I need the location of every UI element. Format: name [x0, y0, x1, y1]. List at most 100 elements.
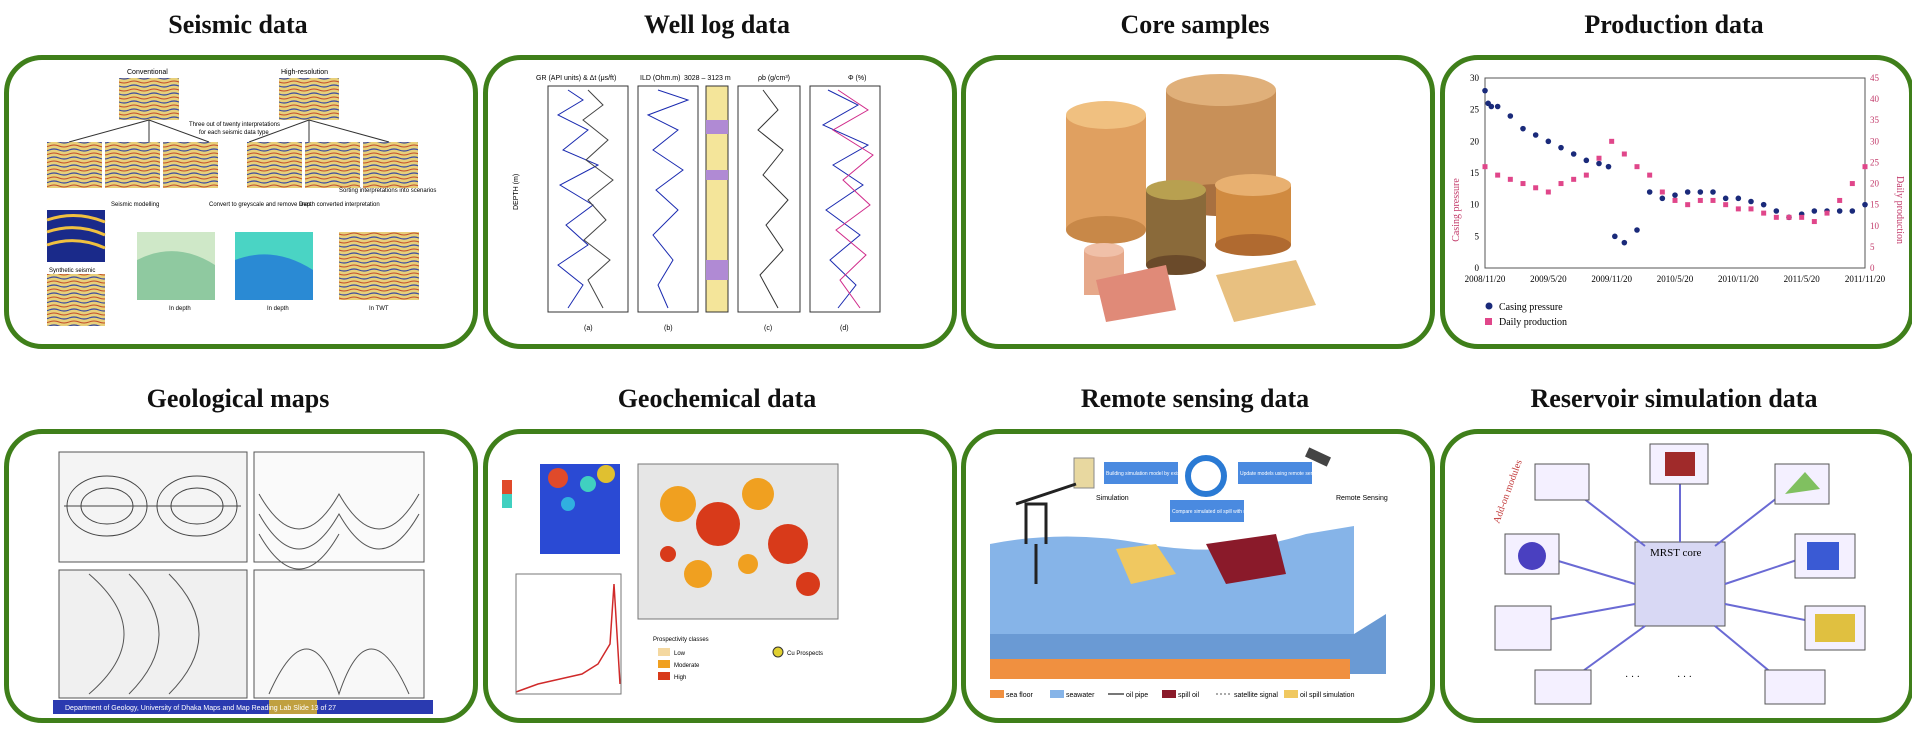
daily-production-point	[1824, 210, 1830, 216]
daily-production-point	[1697, 197, 1703, 203]
casing-pressure-point	[1621, 239, 1628, 246]
leg-pipe: oil pipe	[1126, 692, 1148, 699]
casing-pressure-point	[1659, 195, 1666, 202]
label-addon: Add-on modules	[1491, 458, 1524, 525]
label-synthetic: Synthetic seismic	[49, 268, 95, 274]
daily-production-point	[1672, 197, 1678, 203]
label-highres: High-resolution	[281, 69, 328, 76]
legend-daily: Daily production	[1499, 317, 1567, 328]
casing-pressure-point	[1488, 103, 1495, 110]
label-depth: DEPTH (m)	[513, 174, 520, 210]
label-phi: Φ (%)	[848, 75, 866, 82]
casing-pressure-point	[1520, 125, 1526, 132]
well-log-figure: GR (API units) & Δt (μs/ft) ILD (Ohm.m) …	[483, 55, 957, 349]
panel-title: Reservoir simulation data	[1530, 384, 1818, 413]
casing-pressure-point	[1672, 192, 1678, 198]
x-tick: 2010/5/20	[1657, 274, 1694, 284]
label-in-twt: In TWT	[369, 306, 389, 312]
casing-pressure-point	[1722, 195, 1729, 202]
daily-production-point	[1507, 176, 1513, 182]
daily-production-point	[1862, 164, 1868, 170]
label-mod: Moderate	[674, 663, 700, 669]
casing-pressure-point	[1836, 208, 1843, 214]
casing-pressure-point	[1532, 132, 1539, 138]
daily-production-point	[1558, 181, 1564, 187]
label-prosp: Prospectivity classes	[653, 637, 709, 643]
daily-production-point	[1609, 138, 1615, 144]
label-gr: GR (API units) & Δt (μs/ft)	[536, 75, 616, 82]
y-tick-left: 5	[1475, 231, 1480, 241]
leg-seawater: seawater	[1066, 692, 1095, 699]
x-tick: 2008/11/20	[1465, 274, 1506, 284]
daily-production-point	[1596, 155, 1602, 161]
daily-production-point	[1533, 185, 1539, 191]
casing-pressure-point	[1697, 189, 1704, 195]
daily-production-point	[1583, 172, 1589, 178]
footer-text: Department of Geology, University of Dha…	[65, 705, 336, 712]
casing-pressure-point	[1570, 151, 1577, 157]
casing-pressure-point	[1735, 195, 1742, 202]
x-tick: 2011/5/20	[1784, 274, 1821, 284]
panel-title: Geochemical data	[617, 384, 817, 413]
casing-pressure-point	[1494, 103, 1501, 110]
leg-seafloor: sea floor	[1006, 692, 1034, 699]
label-a: (a)	[584, 325, 593, 332]
y-tick-left: 30	[1470, 73, 1480, 83]
daily-production-point	[1748, 206, 1754, 212]
seismic-figure: Conventional High-resolution Three out o…	[4, 55, 478, 349]
x-tick: 2011/11/20	[1845, 274, 1886, 284]
casing-pressure-point	[1482, 87, 1488, 94]
legend-casing: Casing pressure	[1499, 302, 1563, 313]
daily-production-point	[1621, 151, 1627, 157]
reservoir-simulation-figure: Add-on modules MRST core · · · · · ·	[1440, 429, 1912, 723]
panel-title: Core samples	[1120, 10, 1270, 39]
panel-title: Seismic data	[168, 10, 308, 39]
remote-sensing-figure: Simulation Building simulation model by …	[961, 429, 1435, 723]
x-tick: 2009/5/20	[1530, 274, 1567, 284]
daily-production-point	[1735, 206, 1741, 212]
label-ild: ILD (Ohm.m)	[640, 75, 680, 82]
daily-production-point	[1685, 202, 1691, 208]
casing-pressure-point	[1583, 157, 1590, 164]
daily-production-point	[1571, 176, 1577, 182]
label-for-each: for each seismic data type	[199, 130, 269, 136]
y-tick-right: 35	[1870, 115, 1880, 125]
label-high: High	[674, 675, 686, 681]
daily-production-point	[1761, 210, 1767, 216]
casing-pressure-point	[1748, 198, 1754, 205]
y-tick-right: 20	[1870, 179, 1880, 189]
leg-spill: spill oil	[1178, 692, 1199, 699]
box3-text: Compare simulated oil spill with remote …	[1172, 509, 1289, 515]
y-tick-left: 0	[1475, 263, 1480, 273]
label-d: (d)	[840, 325, 849, 332]
geological-maps-figure: Department of Geology, University of Dha…	[4, 429, 478, 723]
daily-production-point	[1482, 164, 1488, 170]
y-tick-left: 20	[1470, 136, 1480, 146]
y-tick-right: 45	[1870, 73, 1880, 83]
label-conventional: Conventional	[127, 69, 168, 76]
casing-pressure-point	[1612, 233, 1618, 240]
box2-text: Update models using remote sensing data	[1240, 471, 1334, 477]
geochemical-figure: Prospectivity classes Low Moderate High …	[483, 429, 957, 723]
y-tick-right: 0	[1870, 263, 1875, 273]
casing-pressure-point	[1773, 208, 1780, 214]
y-tick-left: 25	[1470, 105, 1480, 115]
casing-pressure-point	[1760, 201, 1767, 208]
casing-pressure-point	[1811, 208, 1818, 214]
daily-production-point	[1647, 172, 1653, 178]
label-range: 3028 – 3123 m	[684, 75, 731, 82]
label-convert: Convert to greyscale and remove lines	[209, 202, 311, 208]
label-b: (b)	[664, 325, 673, 332]
legend-casing-marker	[1485, 302, 1493, 310]
plot-area	[1484, 77, 1866, 269]
panel-title: Well log data	[644, 10, 790, 39]
daily-production-point	[1773, 214, 1779, 220]
panel-title: Production data	[1584, 10, 1764, 39]
casing-pressure-point	[1558, 144, 1564, 151]
x-tick: 2010/11/20	[1718, 274, 1759, 284]
casing-pressure-point	[1507, 113, 1514, 119]
daily-production-point	[1710, 197, 1716, 203]
box1-text: Building simulation model by existing st…	[1106, 471, 1205, 477]
label-in-depth-1: In depth	[169, 306, 191, 312]
